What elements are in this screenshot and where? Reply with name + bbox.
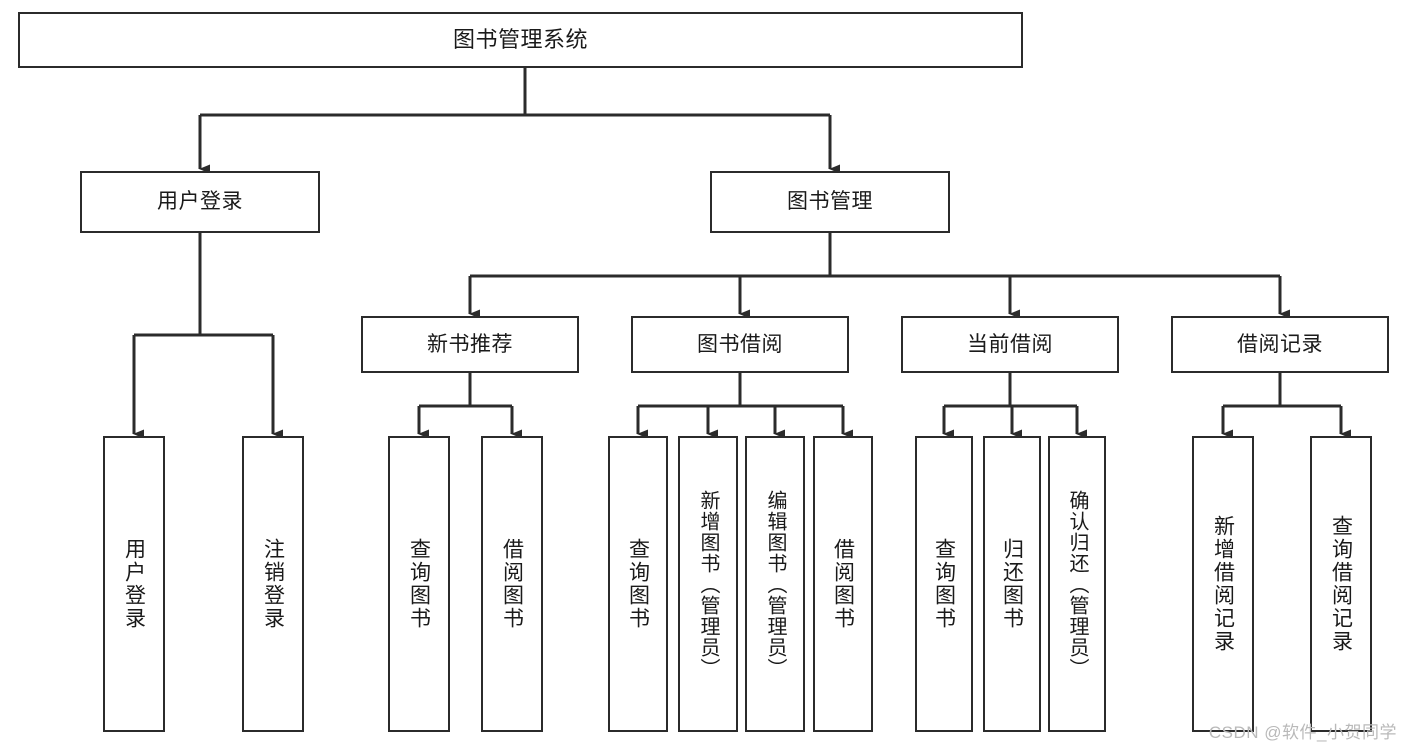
node-new-book-recommend[interactable]: 新书推荐 [361,316,579,373]
node-user-login[interactable]: 用户登录 [80,171,320,233]
node-leaf-add-book-admin-label: 新增图书（管理员） [697,489,719,679]
node-leaf-return-book-label: 归还图书 [1000,538,1024,630]
node-leaf-user-login-label: 用户登录 [122,538,146,630]
node-leaf-confirm-return-admin-label: 确认归还（管理员） [1066,489,1088,679]
node-leaf-query-book-1[interactable]: 查询图书 [388,436,450,732]
node-leaf-user-login[interactable]: 用户登录 [103,436,165,732]
node-leaf-query-book-2[interactable]: 查询图书 [608,436,668,732]
node-leaf-query-borrow-record[interactable]: 查询借阅记录 [1310,436,1372,732]
node-book-management-label: 图书管理 [787,190,873,214]
node-leaf-query-book-2-label: 查询图书 [626,538,650,630]
node-leaf-borrow-book-2[interactable]: 借阅图书 [813,436,873,732]
node-leaf-query-borrow-record-label: 查询借阅记录 [1329,515,1353,653]
watermark-text: CSDN @软件_小贺同学 [1208,723,1397,742]
node-leaf-user-logout[interactable]: 注销登录 [242,436,304,732]
node-leaf-query-book-3[interactable]: 查询图书 [915,436,973,732]
connector-lines [132,68,1351,439]
node-leaf-return-book[interactable]: 归还图书 [983,436,1041,732]
node-leaf-borrow-book-2-label: 借阅图书 [831,538,855,630]
node-leaf-query-book-3-label: 查询图书 [932,538,956,630]
node-borrow-record-label: 借阅记录 [1237,332,1323,356]
node-leaf-query-book-1-label: 查询图书 [407,538,431,630]
node-leaf-add-borrow-record[interactable]: 新增借阅记录 [1192,436,1254,732]
node-current-borrow-label: 当前借阅 [967,332,1053,356]
node-leaf-edit-book-admin-label: 编辑图书（管理员） [764,489,786,679]
node-leaf-add-book-admin[interactable]: 新增图书（管理员） [678,436,738,732]
node-root-system-label: 图书管理系统 [452,26,588,52]
node-leaf-edit-book-admin[interactable]: 编辑图书（管理员） [745,436,805,732]
node-borrow-record[interactable]: 借阅记录 [1171,316,1389,373]
node-leaf-user-logout-label: 注销登录 [261,538,285,630]
node-root-system[interactable]: 图书管理系统 [18,12,1023,68]
node-book-borrow[interactable]: 图书借阅 [631,316,849,373]
node-leaf-borrow-book-1-label: 借阅图书 [500,538,524,630]
node-book-management[interactable]: 图书管理 [710,171,950,233]
node-leaf-confirm-return-admin[interactable]: 确认归还（管理员） [1048,436,1106,732]
node-leaf-add-borrow-record-label: 新增借阅记录 [1211,515,1235,653]
node-user-login-label: 用户登录 [157,190,243,214]
node-current-borrow[interactable]: 当前借阅 [901,316,1119,373]
node-leaf-borrow-book-1[interactable]: 借阅图书 [481,436,543,732]
node-new-book-recommend-label: 新书推荐 [427,332,513,356]
node-book-borrow-label: 图书借阅 [697,332,783,356]
